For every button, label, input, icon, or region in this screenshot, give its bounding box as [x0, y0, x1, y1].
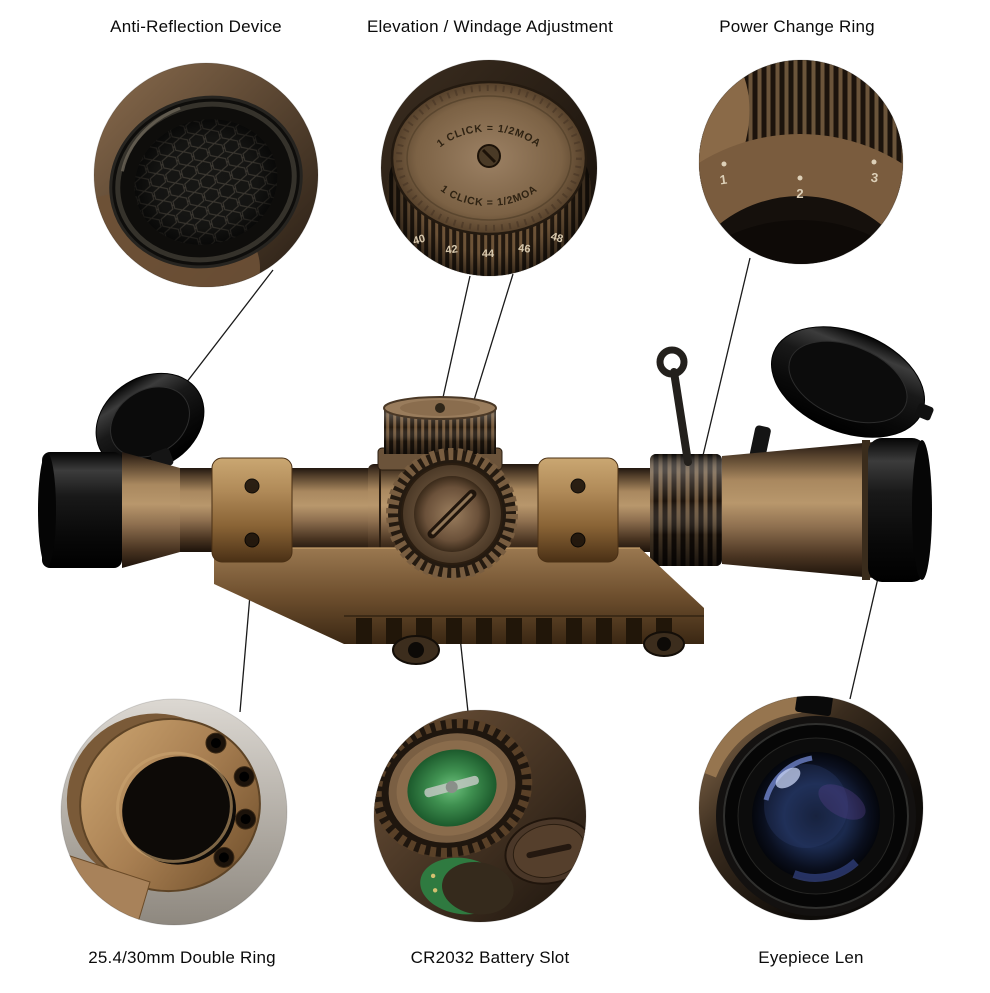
throw-lever-loop [656, 346, 688, 378]
dial-number: 46 [518, 242, 532, 255]
label-battery-slot: CR2032 Battery Slot [410, 948, 570, 967]
label-double-ring: 25.4/30mm Double Ring [88, 948, 276, 967]
power-number: 1 [719, 172, 728, 188]
objective-bell [122, 452, 180, 568]
label-anti-reflection-device: Anti-Reflection Device [110, 17, 282, 36]
throw-lever [670, 368, 692, 466]
mount-knob-rear [643, 631, 685, 657]
callout-line-power-ring [699, 257, 751, 469]
turret-screw [435, 403, 445, 413]
ring-bolt-holes [205, 732, 257, 868]
mount-ring-front [211, 457, 293, 563]
windage-turret [386, 448, 518, 580]
dial-number: 42 [445, 243, 459, 256]
label-elevation-windage: Elevation / Windage Adjustment [366, 17, 614, 36]
inset-border-3 [698, 59, 904, 265]
eyepiece [722, 438, 932, 582]
dial-number: 48 [549, 231, 564, 246]
pcb-disc [420, 857, 514, 915]
inset-eyepiece-lens [699, 696, 923, 920]
label-eyepiece-lens: Eyepiece Len [758, 948, 864, 967]
power-ring-number-band [699, 134, 903, 264]
mount-knob-front [392, 635, 440, 665]
objective-cap [38, 452, 122, 568]
cap-latch-tab [795, 696, 833, 717]
mount-ring-rear [537, 457, 619, 563]
power-number: 3 [870, 170, 879, 186]
inset-border-2 [380, 59, 598, 277]
eyepiece-end-cap [868, 438, 926, 582]
ring-bore [122, 756, 237, 865]
label-power-change-ring: Power Change Ring [719, 17, 875, 36]
dial-number: 44 [482, 248, 495, 260]
inset-battery-slot [374, 710, 586, 922]
power-ring-ridges [699, 60, 903, 264]
inset-border-6 [698, 695, 924, 921]
power-number: 2 [796, 186, 803, 201]
inset-anti-reflection-device [94, 63, 318, 287]
callout-line-elevation [437, 275, 471, 421]
flip-cap-right [770, 326, 934, 438]
inset-elevation-windage-dial: 40 42 44 46 48 1 CLICK = 1/2MOA 1 CLICK … [381, 60, 597, 276]
inset-double-ring-mount [61, 699, 287, 925]
scope-mount [211, 457, 704, 665]
riflescope [38, 326, 934, 665]
power-change-ring [650, 346, 722, 566]
cap-disc [504, 817, 586, 885]
inset-border-5 [373, 709, 587, 923]
inset-border-1 [93, 62, 319, 288]
battery-cap-open [374, 718, 533, 858]
inset-border-4 [60, 698, 288, 926]
dial-number: 40 [412, 233, 427, 248]
